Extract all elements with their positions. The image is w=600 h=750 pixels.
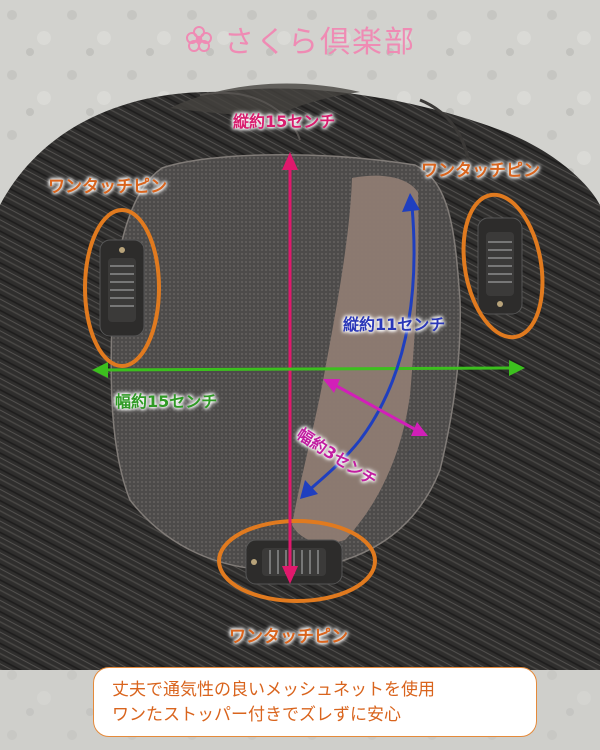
label-width: 幅約15センチ (115, 392, 218, 411)
brand-logo: さくら倶楽部 (0, 14, 600, 64)
clip-left (99, 239, 145, 337)
label-vertical-length: 縦約15センチ (233, 112, 336, 131)
label-pin-right: ワンタッチピン (421, 161, 540, 181)
brand-name: さくら倶楽部 (224, 25, 416, 60)
clip-right-highlight (461, 192, 545, 340)
label-part-length: 縦約11センチ (343, 315, 446, 334)
label-pin-left: ワンタッチピン (48, 177, 167, 197)
label-pin-bottom: ワンタッチピン (229, 627, 348, 647)
caption-line-1: 丈夫で通気性の良いメッシュネットを使用 (112, 680, 435, 700)
caption-line-2: ワンたストッパー付きでズレずに安心 (112, 705, 401, 725)
width-arrow (92, 360, 525, 378)
clip-bottom (245, 539, 343, 585)
part-width-arrow (323, 379, 428, 436)
sakura-flower-icon (186, 26, 212, 52)
clip-left-highlight (83, 208, 161, 368)
clip-bottom-highlight (217, 519, 377, 603)
caption-box: 丈夫で通気性の良いメッシュネットを使用 ワンたストッパー付きでズレずに安心 (93, 667, 537, 737)
clip-right (477, 217, 523, 315)
silk-part (292, 175, 419, 544)
